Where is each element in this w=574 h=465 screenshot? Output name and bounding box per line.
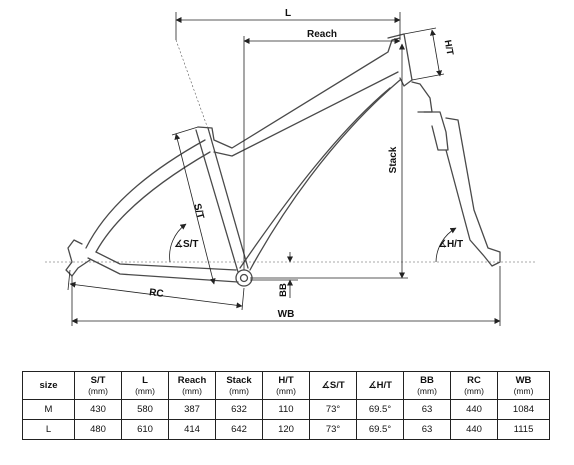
column-header: H/T(mm) bbox=[262, 371, 310, 400]
table-cell: 610 bbox=[121, 419, 169, 440]
table-cell: 120 bbox=[262, 419, 310, 440]
table-cell: 642 bbox=[215, 419, 263, 440]
table-cell: 1084 bbox=[497, 399, 550, 420]
column-header-label: BB bbox=[420, 374, 434, 386]
column-header: ∡H/T bbox=[356, 371, 404, 400]
table-cell: 580 bbox=[121, 399, 169, 420]
column-header-label: S/T bbox=[90, 374, 106, 386]
dimension-wb: WB bbox=[71, 266, 501, 326]
table-cell: 69.5° bbox=[356, 399, 404, 420]
dimension-label-bb: BB bbox=[278, 283, 289, 297]
column-header: S/T(mm) bbox=[74, 371, 122, 400]
table-cell: 110 bbox=[262, 399, 310, 420]
dimension-L: L bbox=[175, 8, 401, 141]
dimension-stack: Stack bbox=[250, 43, 408, 279]
dimension-label-stack: Stack bbox=[388, 146, 399, 173]
dimension-reach: Reach bbox=[243, 29, 401, 270]
dimension-label-ht: H/T bbox=[442, 39, 456, 56]
column-header-label: RC bbox=[467, 374, 481, 386]
column-header-label: ∡H/T bbox=[368, 380, 392, 391]
column-header-unit: (mm) bbox=[276, 385, 296, 396]
table-cell: 63 bbox=[403, 419, 451, 440]
table-cell: 440 bbox=[450, 419, 498, 440]
column-header-unit: (mm) bbox=[182, 385, 202, 396]
dimension-label-rc: RC bbox=[148, 287, 164, 300]
bike-frame-outline bbox=[65, 33, 501, 287]
dimension-rc: RC bbox=[67, 269, 245, 311]
table-cell: 430 bbox=[74, 399, 122, 420]
column-header: Reach(mm) bbox=[168, 371, 216, 400]
column-header: Stack(mm) bbox=[215, 371, 263, 400]
dimension-label-reach: Reach bbox=[307, 29, 337, 40]
size-cell: L bbox=[22, 419, 75, 440]
table-cell: 632 bbox=[215, 399, 263, 420]
table-cell: 414 bbox=[168, 419, 216, 440]
column-header: size bbox=[22, 371, 75, 400]
table-cell: 73° bbox=[309, 419, 357, 440]
column-header-label: size bbox=[39, 380, 58, 391]
column-header-unit: (mm) bbox=[464, 385, 484, 396]
column-header-unit: (mm) bbox=[88, 385, 108, 396]
table-cell: 63 bbox=[403, 399, 451, 420]
dimension-head-tube: H/T bbox=[403, 27, 456, 81]
dimension-bb: BB bbox=[250, 252, 298, 298]
column-header-unit: (mm) bbox=[417, 385, 437, 396]
column-header-unit: (mm) bbox=[135, 385, 155, 396]
column-header: BB(mm) bbox=[403, 371, 451, 400]
column-header-label: WB bbox=[515, 374, 532, 386]
table-cell: 387 bbox=[168, 399, 216, 420]
table-cell: 440 bbox=[450, 399, 498, 420]
table-cell: 69.5° bbox=[356, 419, 404, 440]
column-header-label: ∡S/T bbox=[321, 380, 345, 391]
table-cell: 480 bbox=[74, 419, 122, 440]
dimension-label-st: S/T bbox=[191, 202, 206, 220]
column-header-label: L bbox=[142, 374, 148, 386]
frame-geometry-diagram: L Reach H/T Stack S/T ∡S/T ∡H/T bbox=[45, 8, 535, 326]
dimension-seat-tube: S/T bbox=[171, 126, 216, 285]
dimension-label-wb: WB bbox=[278, 309, 295, 320]
angle-seat-tube: ∡S/T bbox=[169, 223, 199, 263]
dimension-label-L: L bbox=[285, 8, 291, 19]
angle-head-tube: ∡H/T bbox=[435, 227, 463, 263]
table-cell: 73° bbox=[309, 399, 357, 420]
size-cell: M bbox=[22, 399, 75, 420]
column-header-unit: (mm) bbox=[229, 385, 249, 396]
column-header-unit: (mm) bbox=[513, 385, 534, 396]
column-header-label: Stack bbox=[226, 374, 252, 386]
angle-label-ht: ∡H/T bbox=[438, 239, 463, 250]
column-header: RC(mm) bbox=[450, 371, 498, 400]
column-header: L(mm) bbox=[121, 371, 169, 400]
angle-label-st: ∡S/T bbox=[174, 239, 199, 250]
column-header: ∡S/T bbox=[309, 371, 357, 400]
column-header: WB(mm) bbox=[497, 371, 550, 400]
column-header-label: Reach bbox=[177, 374, 207, 386]
table-cell: 1115 bbox=[497, 419, 550, 440]
column-header-label: H/T bbox=[278, 374, 294, 386]
